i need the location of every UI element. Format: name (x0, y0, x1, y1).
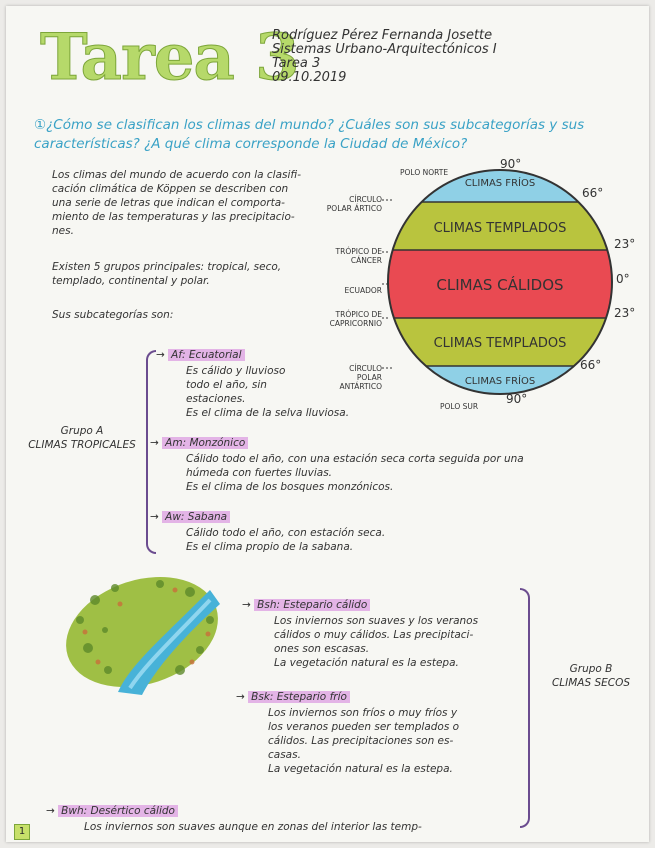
band-label-frios-top: CLIMAS FRÍOS (465, 176, 535, 189)
band-label-templados-bottom: CLIMAS TEMPLADOS (434, 336, 567, 351)
arrow-icon: → (242, 599, 251, 611)
intro-paragraph-3: Sus subcategorías son: (52, 309, 174, 321)
band-label-calidos: CLIMAS CÁLIDOS (436, 275, 563, 294)
degree-s23: 23° (614, 306, 636, 320)
aw-title: → Aw: Sabana (150, 510, 231, 524)
student-name: Rodríguez Pérez Fernanda Josette (272, 28, 493, 43)
degree-eq: 0° (616, 272, 630, 286)
label-polo-sur: POLO SUR (440, 402, 479, 411)
bwh-title: → Bwh: Desértico cálido (46, 804, 178, 818)
degree-s66: 66° (580, 358, 602, 372)
page-number-badge: 1 (14, 824, 30, 840)
steppe-river-illustration (66, 576, 220, 695)
am-title: → Am: Monzónico (150, 436, 249, 450)
arrow-icon: → (150, 437, 159, 449)
assignment-label: Tarea 3 (272, 56, 321, 71)
label-tropico-capricornio: TRÓPICO DE CAPRICORNIO (329, 310, 382, 328)
course-name: Sistemas Urbano-Arquitectónicos I (272, 42, 497, 57)
grupo-b-bracket (520, 588, 530, 828)
label-ecuador: ECUADOR (344, 286, 383, 295)
bwh-description: Los inviernos son suaves aunque en zonas… (84, 821, 422, 833)
date-label: 09.10.2019 (272, 70, 347, 85)
af-title: → Af: Ecuatorial (156, 348, 245, 362)
intro-paragraph-2: Existen 5 grupos principales: tropical, … (52, 261, 282, 287)
bsh-title: → Bsh: Estepario cálido (242, 598, 371, 612)
arrow-icon: → (150, 511, 159, 523)
degree-s90: 90° (506, 392, 528, 406)
question-text: ①¿Cómo se clasifican los climas del mund… (34, 117, 585, 152)
band-templados-top (388, 202, 612, 250)
arrow-icon: → (156, 349, 165, 361)
band-templados-bottom (388, 318, 612, 366)
degree-n90: 90° (500, 157, 522, 171)
arrow-icon: → (46, 805, 55, 817)
grupo-a-bracket (146, 350, 156, 554)
band-label-frios-bottom: CLIMAS FRÍOS (465, 374, 535, 387)
degree-n66: 66° (582, 186, 604, 200)
band-calidos (388, 250, 612, 318)
intro-paragraph-1: Los climas del mundo de acuerdo con la c… (52, 169, 301, 237)
am-description: Cálido todo el año, con una estación sec… (186, 453, 524, 493)
label-circulo-antartico: CÍRCULO POLAR ANTÁRTICO (339, 364, 382, 391)
label-circulo-artico: CÍRCULO POLAR ÁRTICO (326, 195, 382, 213)
page-title: Tarea 3 (40, 20, 301, 96)
arrow-icon: → (236, 691, 245, 703)
aw-description: Cálido todo el año, con estación seca.Es… (186, 527, 386, 553)
degree-n23: 23° (614, 237, 636, 251)
label-tropico-cancer: TRÓPICO DE CÁNCER (335, 247, 382, 265)
label-polo-norte: POLO NORTE (400, 168, 449, 177)
bsk-title: → Bsk: Estepario frío (236, 690, 350, 704)
band-label-templados-top: CLIMAS TEMPLADOS (434, 221, 567, 236)
